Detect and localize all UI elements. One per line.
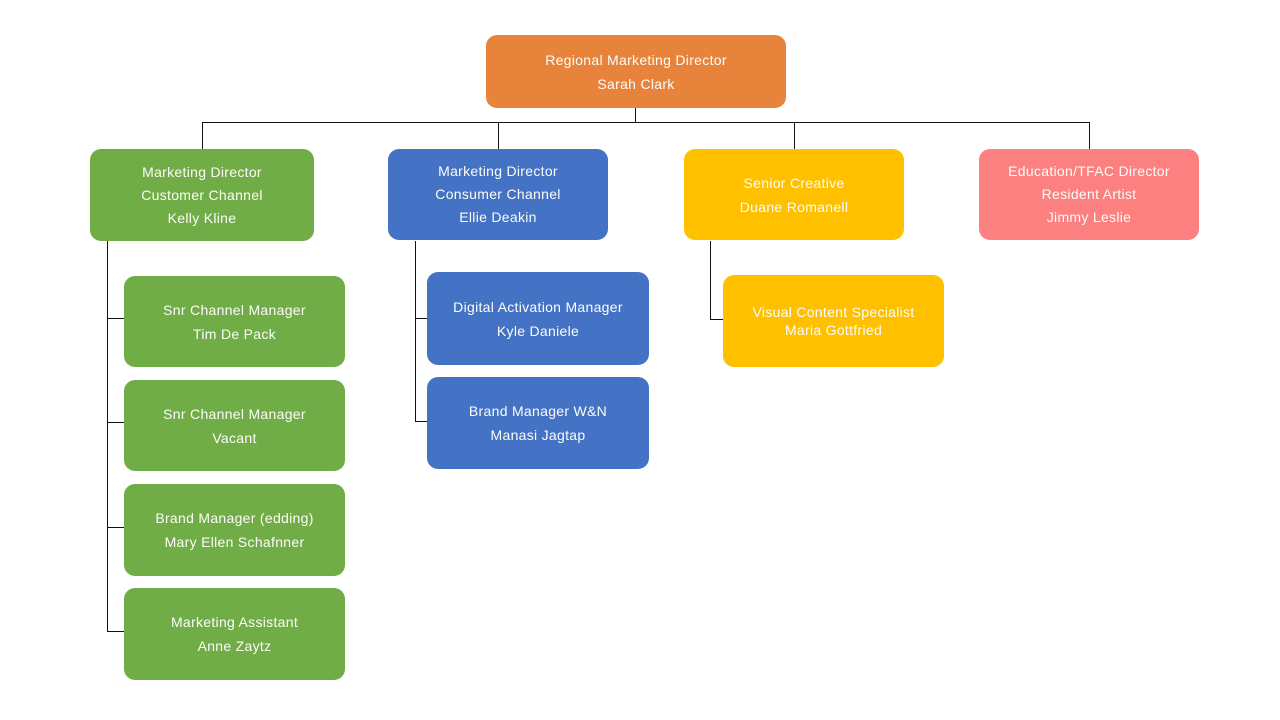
node-role-line: Regional Marketing Director: [545, 51, 727, 68]
org-node-vacant-snr-channel-manager[interactable]: Snr Channel Manager Vacant: [124, 380, 345, 471]
node-person-line: Sarah Clark: [597, 75, 675, 92]
org-node-tim-de-pack[interactable]: Snr Channel Manager Tim De Pack: [124, 276, 345, 367]
node-person-line: Manasi Jagtap: [490, 427, 586, 443]
org-node-kelly-kline[interactable]: Marketing Director Customer Channel Kell…: [90, 149, 314, 241]
org-node-jimmy-leslie[interactable]: Education/TFAC Director Resident Artist …: [979, 149, 1199, 240]
org-node-sarah-clark[interactable]: Regional Marketing Director Sarah Clark: [486, 35, 786, 108]
node-person-line: Tim De Pack: [193, 325, 276, 342]
node-role-line: Visual Content Specialist: [752, 304, 915, 320]
node-role-line: Senior Creative: [743, 174, 845, 191]
connector-level2-rail: [202, 122, 1090, 123]
org-node-kyle-daniele[interactable]: Digital Activation Manager Kyle Daniele: [427, 272, 649, 365]
connector-trunk-duane-romanell: [710, 241, 711, 320]
node-person-line: Anne Zaytz: [197, 638, 272, 654]
connector-drop-kelly-kline: [202, 122, 203, 149]
node-person-line: Vacant: [212, 429, 257, 446]
node-person-line: Mary Ellen Schafnner: [164, 534, 305, 550]
connector-elbow-anne-zaytz: [107, 631, 124, 632]
connector-elbow-mary-ellen-schafnner: [107, 527, 124, 528]
node-person-line: Kyle Daniele: [496, 322, 580, 339]
node-role-line: Snr Channel Manager: [163, 405, 306, 422]
node-role-line: Brand Manager (edding): [155, 510, 314, 526]
node-role-line: Marketing Director: [142, 163, 262, 180]
connector-elbow-maria-gottfried: [710, 319, 723, 320]
org-node-mary-ellen-schafnner[interactable]: Brand Manager (edding) Mary Ellen Schafn…: [124, 484, 345, 576]
connector-drop-ellie-deakin: [498, 122, 499, 149]
node-role-line: Customer Channel: [141, 186, 263, 203]
node-person-line: Kelly Kline: [167, 209, 237, 226]
node-person-line: Jimmy Leslie: [1046, 209, 1132, 225]
connector-drop-duane-romanell: [794, 122, 795, 149]
connector-trunk-ellie-deakin: [415, 241, 416, 422]
connector-elbow-manasi-jagtap: [415, 421, 427, 422]
connector-elbow-vacant: [107, 422, 124, 423]
org-node-duane-romanell[interactable]: Senior Creative Duane Romanell: [684, 149, 904, 240]
node-person-line: Duane Romanell: [739, 198, 849, 215]
connector-drop-jimmy-leslie: [1089, 122, 1090, 149]
org-node-maria-gottfried[interactable]: Visual Content Specialist Maria Gottfrie…: [723, 275, 944, 367]
node-role-line: Snr Channel Manager: [163, 301, 306, 318]
node-role-line: Digital Activation Manager: [453, 298, 623, 315]
connector-elbow-kyle-daniele: [415, 318, 427, 319]
org-node-anne-zaytz[interactable]: Marketing Assistant Anne Zaytz: [124, 588, 345, 680]
org-node-manasi-jagtap[interactable]: Brand Manager W&N Manasi Jagtap: [427, 377, 649, 469]
node-person-line: Ellie Deakin: [459, 209, 537, 225]
connector-root-stub: [635, 108, 636, 123]
node-role-line: Brand Manager W&N: [468, 403, 608, 419]
node-role-line: Marketing Director: [438, 163, 558, 179]
org-node-ellie-deakin[interactable]: Marketing Director Consumer Channel Elli…: [388, 149, 608, 240]
connector-trunk-kelly-kline: [107, 241, 108, 632]
node-role-line: Marketing Assistant: [170, 614, 299, 630]
connector-elbow-tim-de-pack: [107, 318, 124, 319]
node-role-line: Consumer Channel: [435, 186, 561, 202]
node-role-line: Education/TFAC Director: [1008, 163, 1170, 179]
node-person-line: Maria Gottfried: [784, 322, 883, 338]
node-role-line: Resident Artist: [1041, 186, 1137, 202]
